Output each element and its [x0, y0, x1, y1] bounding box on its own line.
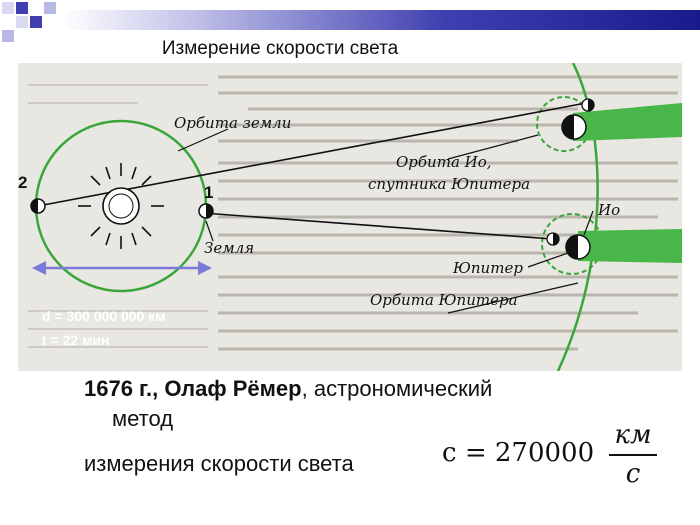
slide-title: Измерение скорости света: [161, 38, 399, 59]
label-earth: Земля: [204, 239, 254, 257]
io-lower: [546, 232, 560, 246]
jupiter-upper: [561, 114, 587, 140]
caption-author-method: 1676 г., Олаф Рёмер, астрономический мет…: [84, 374, 644, 434]
roemer-diagram: Орбита земли Орбита Ио, спутника Юпитера…: [18, 63, 682, 371]
label-point-1: 1: [204, 183, 213, 202]
jupiter-shadow-lower: [578, 229, 682, 263]
formula-lhs: c = 270000: [442, 438, 595, 468]
sight-line-from-position-2: [37, 102, 587, 207]
jupiter-orbit: [556, 63, 599, 371]
time-label: t = 22 мин: [42, 332, 110, 348]
label-jupiter: Юпитер: [452, 259, 523, 277]
label-pointers: [177, 128, 594, 314]
label-jupiter-orbit: Орбита Юпитера: [370, 291, 518, 309]
formula-numerator: км: [614, 420, 652, 450]
corner-decoration: [2, 2, 56, 42]
label-io-orbit-line2: спутника Юпитера: [368, 175, 530, 193]
background-text-lines-left: [28, 84, 208, 348]
caption-year-author: 1676 г., Олаф Рёмер: [84, 376, 302, 401]
sun-icon: [78, 163, 164, 249]
caption-measurement: измерения скорости света: [84, 451, 354, 476]
label-point-2: 2: [18, 173, 27, 192]
earth-position-1: [198, 203, 214, 219]
earth-position-2: [30, 198, 46, 214]
label-earth-orbit: Орбита земли: [174, 114, 291, 132]
jupiter-lower: [565, 234, 591, 260]
diameter-arrow: [32, 261, 212, 275]
sight-line-from-position-1: [202, 212, 553, 240]
io-upper: [581, 98, 595, 112]
label-io: Ио: [597, 201, 620, 219]
formula-denominator: с: [625, 459, 641, 489]
fraction-bar: [609, 454, 657, 456]
label-io-orbit-line1: Орбита Ио,: [396, 153, 492, 171]
jupiter-shadow-upper: [573, 103, 682, 141]
distance-label: d = 300 000 000 км: [42, 308, 166, 324]
caption-method-part1: , астрономический: [301, 376, 493, 401]
formula-fraction: км с: [607, 418, 659, 490]
caption-method-part2: метод: [112, 406, 174, 431]
title-bar: [62, 10, 700, 30]
speed-formula: c = 270000 км с: [442, 418, 672, 498]
